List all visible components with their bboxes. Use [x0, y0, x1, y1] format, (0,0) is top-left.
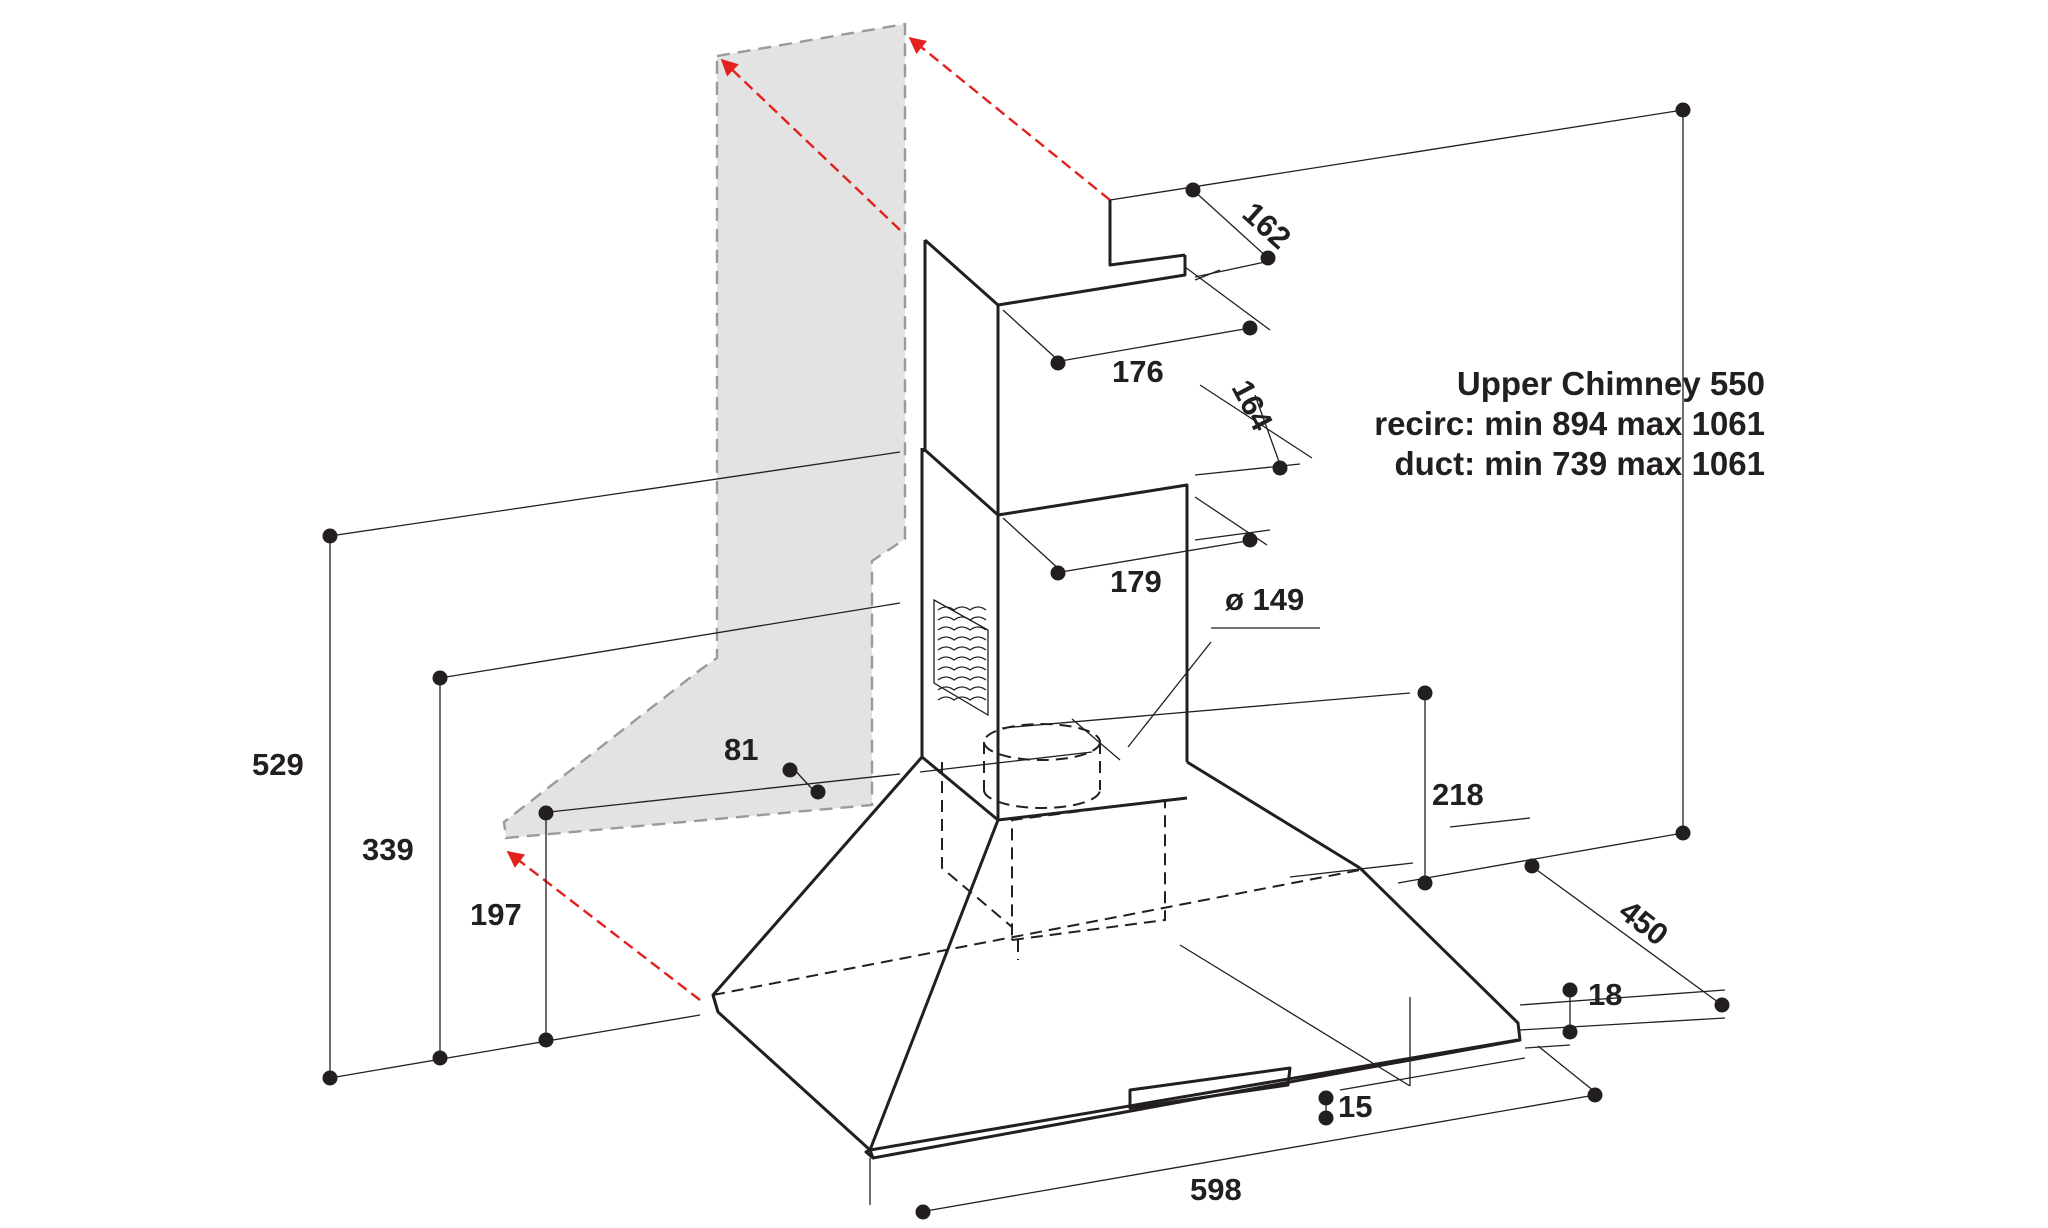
chimney-notes: Upper Chimney 550 recirc: min 894 max 10…	[1374, 365, 1765, 482]
wall-silhouette	[502, 22, 907, 840]
dim-81: 81	[724, 732, 758, 767]
note-recirc: recirc: min 894 max 1061	[1374, 405, 1765, 442]
dim-179: 179	[1110, 564, 1162, 599]
extension-lines	[329, 109, 1726, 1205]
dimension-dots	[322, 102, 1730, 1220]
lower-chimney	[920, 448, 1189, 822]
dim-598: 598	[1190, 1172, 1242, 1207]
upper-chimney	[923, 200, 1187, 515]
vent-grille	[933, 598, 989, 717]
note-upper-chimney: Upper Chimney 550	[1457, 365, 1765, 402]
dim-18: 18	[1588, 977, 1622, 1012]
dim-149: ø 149	[1225, 582, 1304, 617]
hidden-lines	[712, 723, 1361, 996]
note-duct: duct: min 739 max 1061	[1394, 445, 1765, 482]
dim-218: 218	[1432, 777, 1484, 812]
dim-164: 164	[1225, 374, 1281, 437]
dim-176: 176	[1112, 354, 1164, 389]
dimension-lines	[329, 110, 1723, 1213]
wall-reference-arrows	[506, 36, 1111, 1001]
dim-197: 197	[470, 897, 522, 932]
dim-162: 162	[1236, 195, 1298, 256]
dim-529: 529	[252, 747, 304, 782]
dim-15: 15	[1338, 1089, 1372, 1124]
dim-450: 450	[1613, 893, 1675, 952]
dim-339: 339	[362, 832, 414, 867]
hood-canopy	[711, 756, 1522, 1160]
